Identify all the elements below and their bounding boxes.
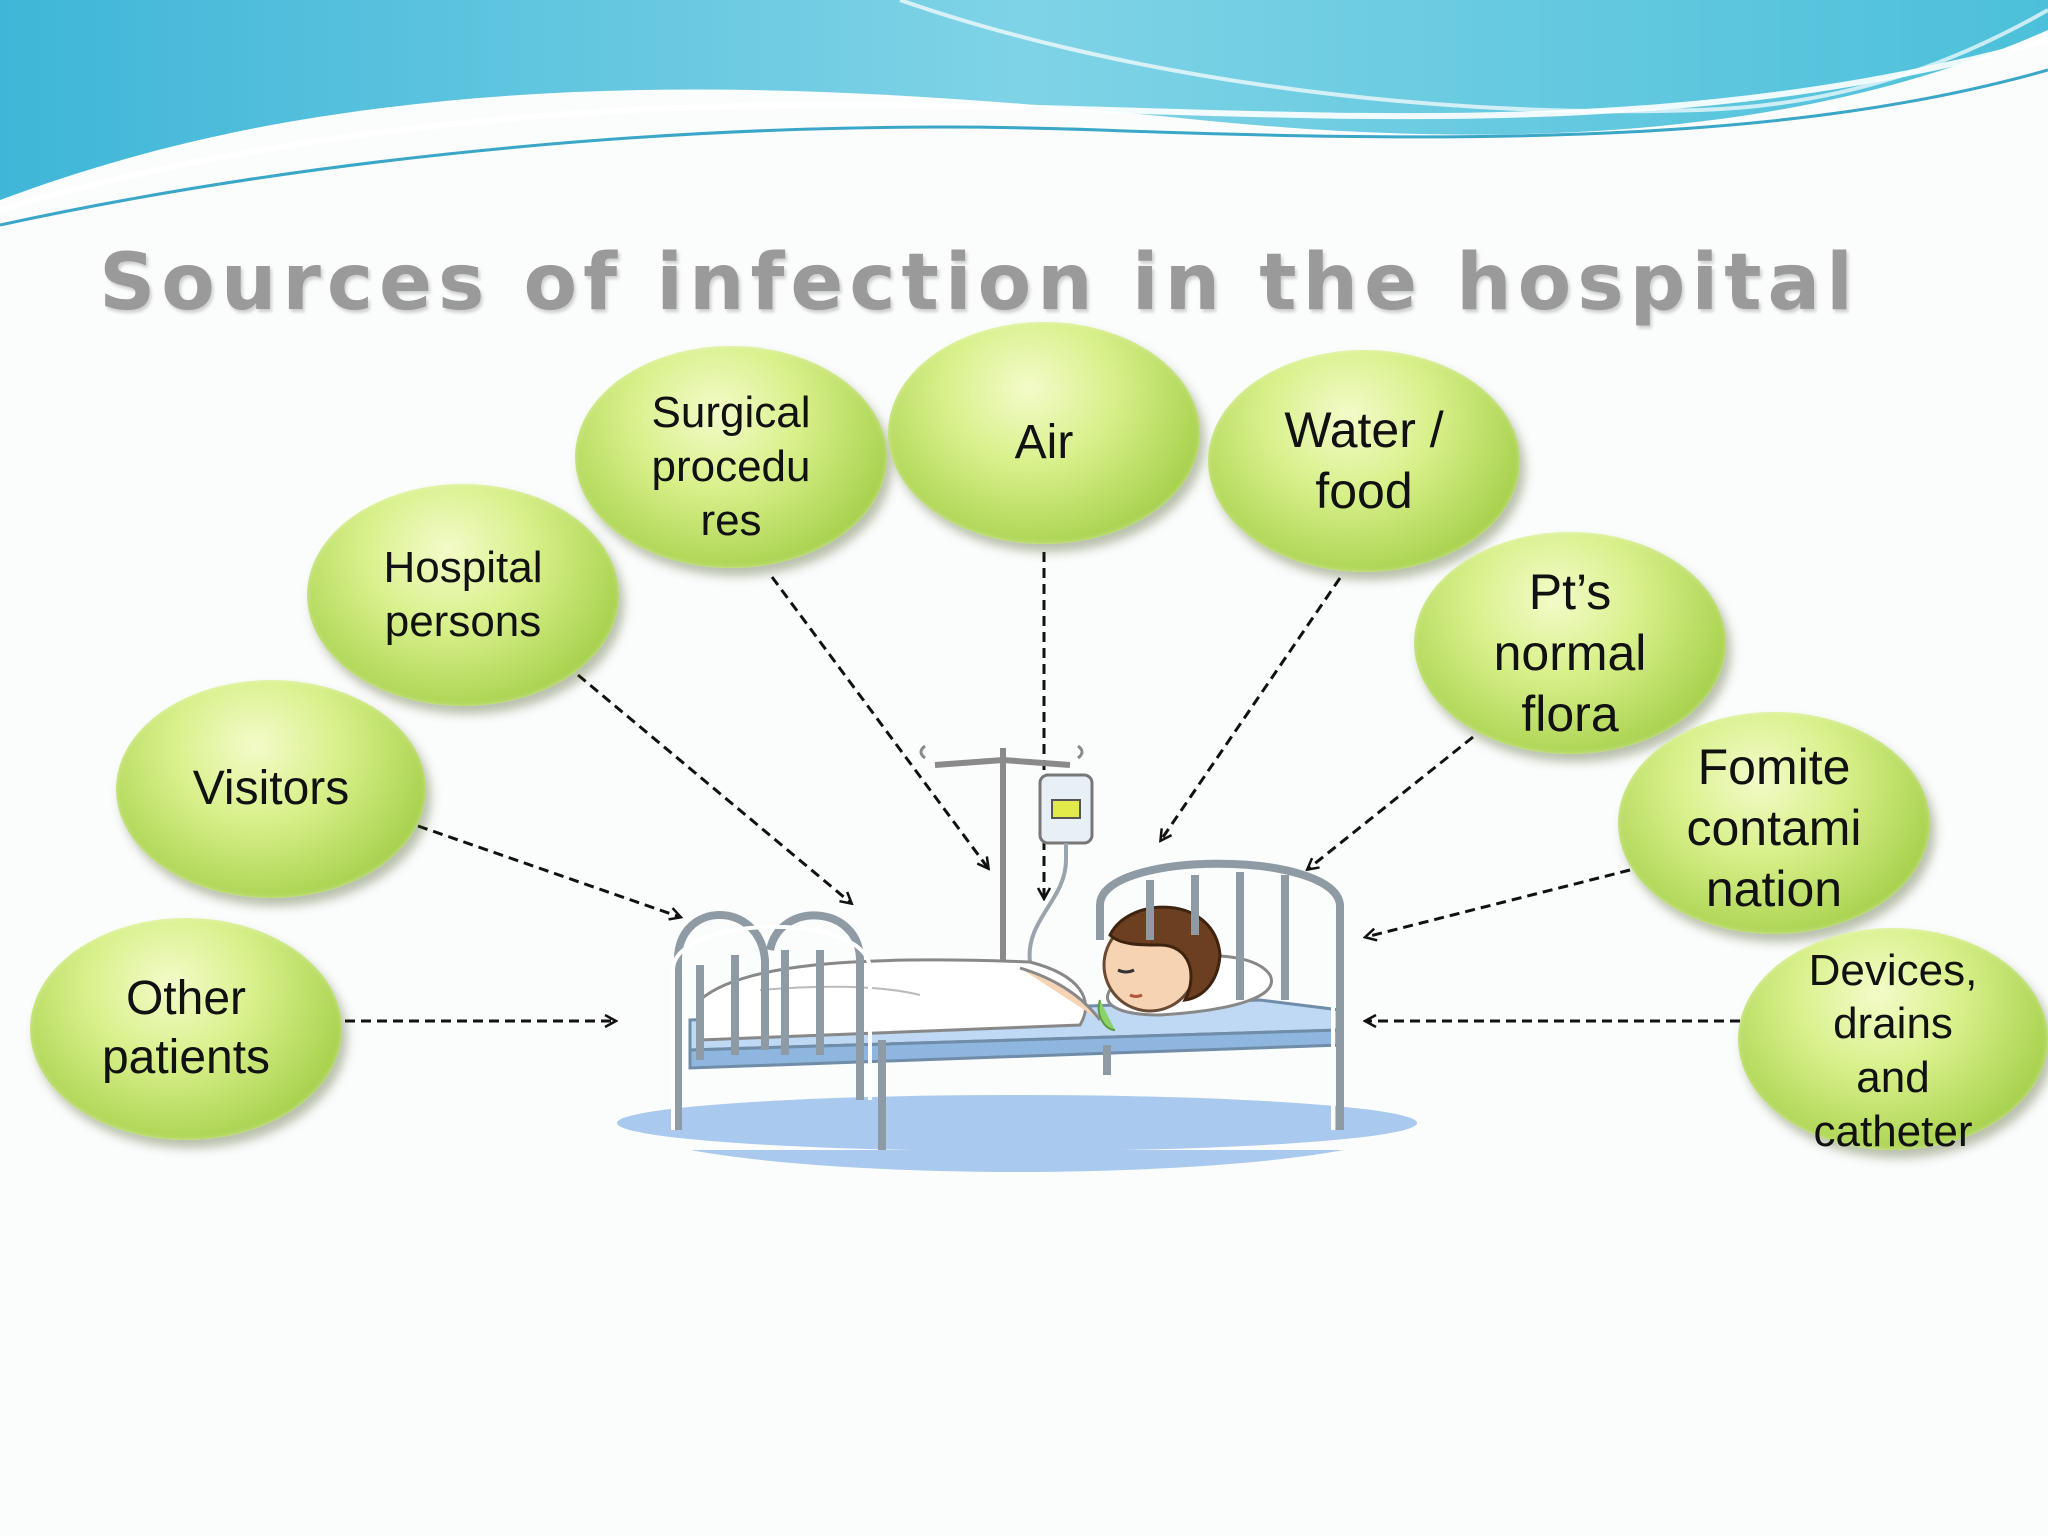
arrow-water-food — [1161, 577, 1342, 840]
slide-title: Sources of infection in the hospital — [99, 238, 1859, 328]
source-devices: Devices, drains and catheter — [1738, 928, 2048, 1156]
arrow-normal-flora — [1308, 735, 1474, 869]
source-visitors: Visitors — [116, 680, 426, 898]
source-label: Visitors — [192, 761, 350, 815]
source-fomite-contamination: Fomite contami nation — [1618, 712, 1930, 934]
source-label: Surgical procedu res — [651, 388, 811, 545]
source-normal-flora: Pt’s normal flora — [1414, 532, 1726, 754]
patient-bed-illustration — [617, 744, 1417, 1172]
iv-drip — [919, 744, 1084, 960]
source-water-food: Water / food — [1208, 350, 1520, 572]
source-air: Air — [888, 322, 1200, 544]
header-wave — [0, 0, 2048, 227]
arrow-hospital-persons — [577, 673, 851, 903]
source-hospital-persons: Hospital persons — [307, 484, 619, 706]
arrow-surgical-procedures — [770, 576, 988, 868]
source-label: Water / food — [1284, 402, 1444, 519]
source-label: Devices, drains and catheter — [1808, 945, 1978, 1156]
source-other-patients: Other patients — [30, 918, 342, 1140]
source-label: Fomite contami nation — [1686, 738, 1862, 917]
source-label: Hospital persons — [383, 543, 543, 646]
arrow-fomite — [1366, 868, 1631, 937]
source-label: Air — [1014, 416, 1074, 469]
source-label: Other patients — [101, 972, 271, 1084]
source-surgical-procedures: Surgical procedu res — [575, 346, 887, 568]
source-label: Pt’s normal flora — [1493, 563, 1647, 742]
arrow-visitors — [417, 824, 680, 917]
